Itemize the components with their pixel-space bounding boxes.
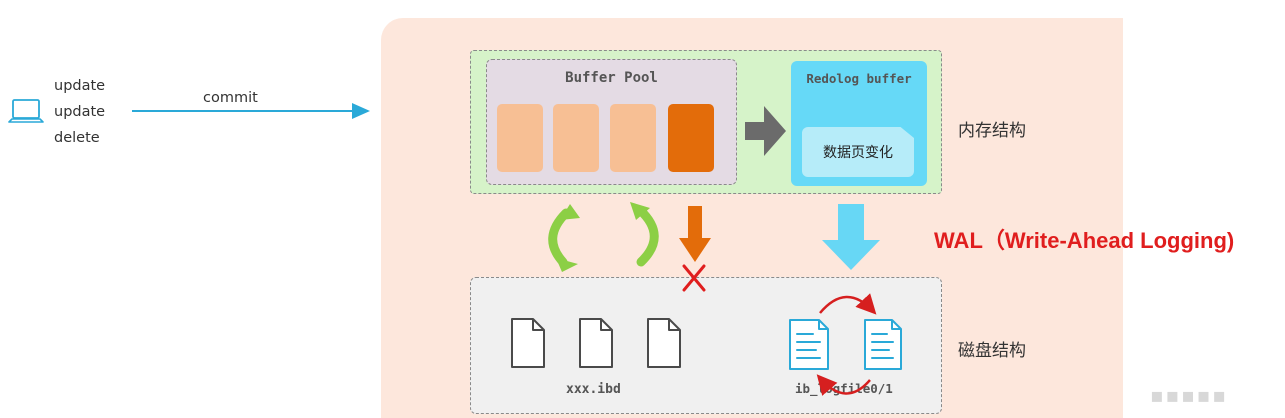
flush-arrow: [679, 206, 711, 262]
redolog-buffer-box: Redolog buffer 数据页变化: [791, 61, 927, 186]
page-block: [497, 104, 543, 172]
watermark: ▪▪▪▪▪: [1150, 383, 1228, 407]
buffer-pool-title: Buffer Pool: [565, 70, 658, 86]
redolog-buffer-title: Redolog buffer: [806, 71, 912, 86]
sync-arrow-left-head: [560, 204, 580, 220]
op-update-2: update: [54, 104, 106, 120]
dirty-page-block: [668, 104, 714, 172]
log-cycle-arrow-top: [819, 293, 877, 315]
logfile-lines: [796, 333, 894, 359]
blocked-x-icon: [682, 264, 706, 292]
log-arrow: [745, 106, 786, 156]
sync-arrow-right-head: [630, 202, 650, 220]
page-block: [610, 104, 656, 172]
sync-arrow-left-tail: [556, 258, 578, 272]
op-update-1: update: [54, 78, 106, 94]
memory-structure-label: 内存结构: [958, 121, 1026, 141]
wal-label: WAL（Write-Ahead Logging): [934, 228, 1235, 253]
redo-flush-arrow: [822, 204, 880, 270]
sync-arrow-left: [548, 208, 571, 267]
disk-structure-label: 磁盘结构: [958, 341, 1026, 361]
sync-arrow-right: [635, 205, 659, 267]
logfile-icon: [789, 319, 902, 370]
ibd-file-icon: [511, 318, 681, 368]
log-cycle-arrow-bottom: [816, 374, 871, 396]
buffer-pool-box: Buffer Pool: [486, 59, 737, 185]
commit-label: commit: [203, 90, 258, 106]
ibd-file-label: xxx.ibd: [566, 382, 621, 397]
laptop-icon: [8, 99, 44, 123]
data-page-change-note: 数据页变化: [802, 127, 914, 177]
page-block: [553, 104, 599, 172]
op-delete: delete: [54, 130, 100, 146]
